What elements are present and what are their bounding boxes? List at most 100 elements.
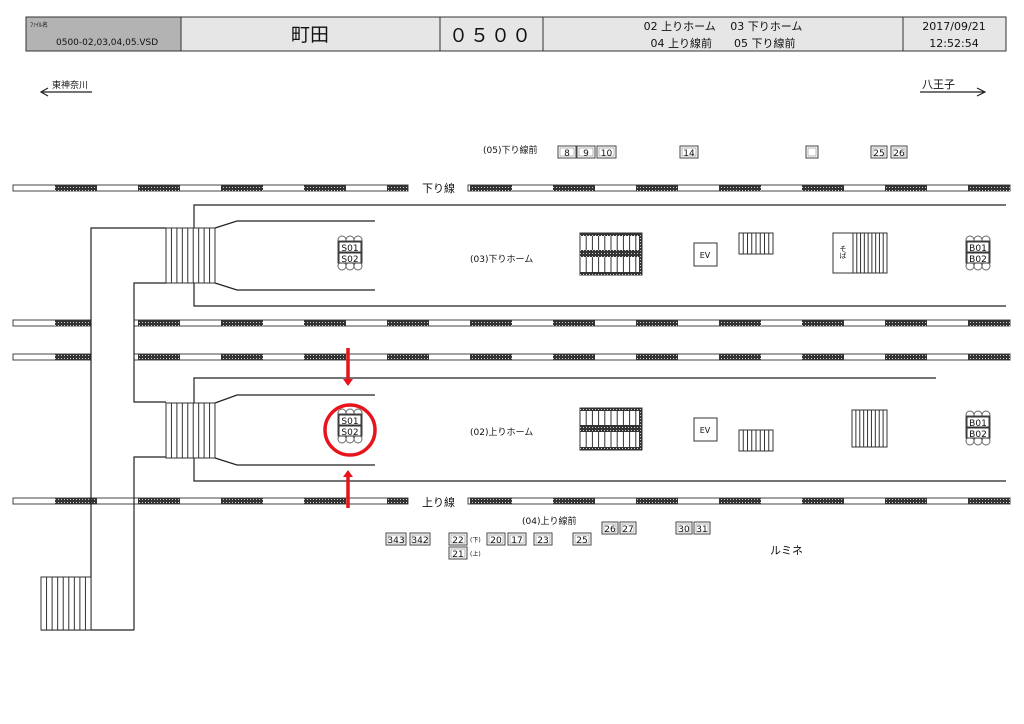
track-sleeper <box>885 320 927 326</box>
file-label: ﾌｧｲﾙ名 <box>30 21 48 29</box>
track-sleeper <box>221 320 263 326</box>
track-sleeper <box>802 320 844 326</box>
track-sleeper <box>885 185 927 191</box>
escalator-down-platform <box>579 232 643 276</box>
track-sleeper <box>221 498 263 504</box>
track-sleeper <box>470 320 512 326</box>
box-number: 342 <box>411 536 428 546</box>
sign-label: S02 <box>341 255 358 265</box>
track-sleeper <box>138 320 180 326</box>
up-front-box: 343 <box>385 532 407 546</box>
box-number: 23 <box>537 536 548 546</box>
landmark-label: ルミネ <box>770 544 803 557</box>
track-sleeper <box>553 498 595 504</box>
box-number: 26 <box>893 149 905 159</box>
up-front-box: 30 <box>675 521 693 535</box>
track-sleeper <box>636 320 678 326</box>
track-sleeper <box>553 185 595 191</box>
header: ﾌｧｲﾙ名 0500-02,03,04,05.VSD 町田 ０５００ 02 上り… <box>25 16 1007 52</box>
up-front-box: 23 <box>533 532 553 546</box>
track-sleeper <box>304 320 346 326</box>
sign-label: B01 <box>969 244 987 254</box>
track-sleeper <box>138 498 180 504</box>
stairs-exit <box>40 576 92 631</box>
box-number: 14 <box>683 149 695 159</box>
track-sleeper <box>968 498 1010 504</box>
track-sleeper <box>968 320 1010 326</box>
arrow-left-icon <box>39 87 92 97</box>
box-number: 26 <box>604 525 616 535</box>
stairs <box>40 227 888 631</box>
track-sleeper <box>719 320 761 326</box>
box-number: 22 <box>452 536 463 546</box>
down-front-box: 14 <box>679 145 699 159</box>
sign-label: B02 <box>969 430 987 440</box>
up-platform-label: (02)上りホーム <box>470 427 533 438</box>
down-front-box <box>805 145 819 159</box>
direction-left: 東神奈川 <box>39 79 92 97</box>
track-sleeper <box>387 320 429 326</box>
sign-label: S01 <box>341 244 358 254</box>
up-front-box: 25 <box>572 532 592 546</box>
box-number: 10 <box>601 149 613 159</box>
track-sleeper <box>719 185 761 191</box>
tracks <box>12 184 1011 505</box>
track-sleeper <box>304 498 346 504</box>
down-track-label: 下り線 <box>422 181 455 195</box>
up-front-box: 20 <box>486 532 506 546</box>
soba-label: そば <box>839 245 847 260</box>
up-front-box: 342 <box>409 532 431 546</box>
box-number: 21 <box>452 550 463 560</box>
areas-cell <box>542 16 904 52</box>
track-sleeper <box>636 354 678 360</box>
track-sleeper <box>138 185 180 191</box>
track-sleeper <box>387 354 429 360</box>
note-up: (上) <box>470 550 481 558</box>
up-front-label: (04)上り線前 <box>522 515 576 527</box>
box-number: 8 <box>564 149 570 159</box>
sign-label: S02 <box>341 428 358 438</box>
station-cell <box>180 16 441 52</box>
box-number: 27 <box>622 525 633 535</box>
up-front-box: 22 <box>448 532 468 546</box>
up-front-box: 21 <box>448 546 468 560</box>
arrow-up-head-icon <box>343 470 353 477</box>
stairs-up-platform-west <box>165 402 216 459</box>
elevator-down <box>693 242 718 267</box>
track-sleeper <box>221 185 263 191</box>
track-sleeper <box>553 320 595 326</box>
track-sleeper <box>885 498 927 504</box>
down-front-box: 9 <box>576 145 596 159</box>
down-front-box: 8 <box>557 145 577 159</box>
stairs-up-platform-small <box>738 429 774 452</box>
arrow-right-icon <box>920 87 987 97</box>
up-front-box: 27 <box>619 521 637 535</box>
up-front-box: 31 <box>693 521 711 535</box>
down-front-box: 26 <box>890 145 908 159</box>
note-down: (下) <box>470 537 481 544</box>
areas-line2: 04 上り線前 05 下り線前 <box>651 36 796 50</box>
track-sleeper <box>55 498 97 504</box>
stairs-down-platform-small <box>738 232 774 255</box>
track-sleeper <box>636 498 678 504</box>
track-sleeper <box>885 354 927 360</box>
elevator-label: EV <box>700 426 711 435</box>
sign-label: B02 <box>969 255 987 265</box>
areas-line1: 02 上りホーム 03 下りホーム <box>644 20 803 33</box>
down-front-box: 25 <box>870 145 888 159</box>
platform-outlines <box>41 204 1006 631</box>
time: 12:52:54 <box>929 37 978 50</box>
track-sleeper <box>221 354 263 360</box>
direction-right: 八王子 <box>920 78 987 97</box>
file-name: 0500-02,03,04,05.VSD <box>56 38 158 48</box>
track-sleeper <box>387 185 408 191</box>
track-sleeper <box>719 354 761 360</box>
track-sleeper <box>553 354 595 360</box>
stairs-up-platform-east <box>851 409 888 448</box>
box-number: 17 <box>511 536 522 546</box>
track-sleeper <box>636 185 678 191</box>
